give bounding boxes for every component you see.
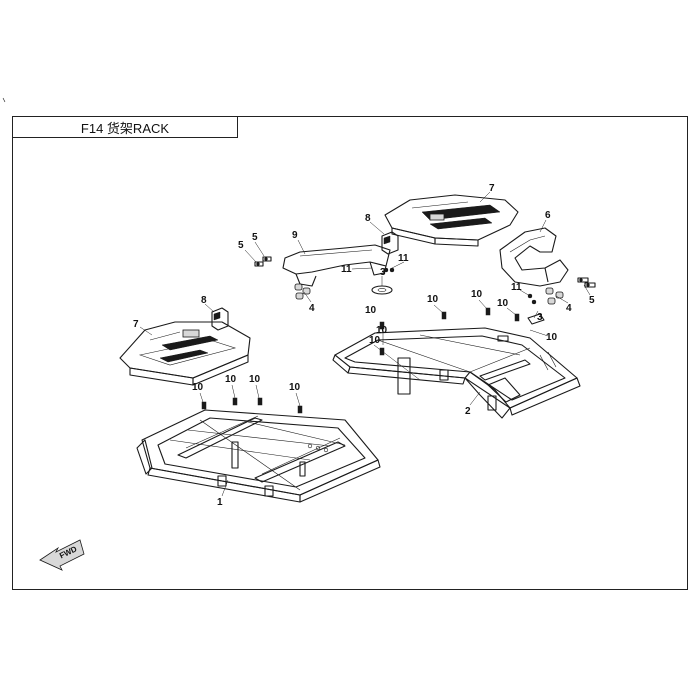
callout-4: 4 <box>566 303 572 314</box>
callout-10: 10 <box>471 289 483 300</box>
callout-8: 8 <box>365 213 371 224</box>
callouts: 1 2 3 3 4 4 5 5 5 6 7 7 8 8 9 10 10 10 1… <box>133 183 595 508</box>
bushings-right <box>545 287 564 305</box>
callout-10: 10 <box>249 374 261 385</box>
bushings-left <box>294 283 311 300</box>
margin-mark <box>2 97 6 103</box>
callout-11: 11 <box>398 253 409 264</box>
callout-7: 7 <box>489 183 495 194</box>
bracket-right <box>381 231 399 255</box>
callout-6: 6 <box>545 210 551 221</box>
callout-10: 10 <box>192 382 204 393</box>
washer-right <box>527 313 545 325</box>
cargo-tray-left <box>119 321 251 386</box>
bracket-left <box>211 307 229 331</box>
leader-lines <box>139 191 591 497</box>
callout-4: 4 <box>309 303 315 314</box>
callout-10: 10 <box>497 298 509 309</box>
grab-handle-left <box>282 244 391 287</box>
callout-10: 10 <box>376 325 388 336</box>
callout-5: 5 <box>589 295 595 306</box>
callout-11: 11 <box>511 282 522 293</box>
callout-2: 2 <box>465 406 471 417</box>
bolts-set-right <box>577 277 596 288</box>
callout-1: 1 <box>217 497 223 508</box>
callout-10: 10 <box>225 374 237 385</box>
callout-10: 10 <box>365 305 377 316</box>
callout-7: 7 <box>133 319 139 330</box>
callout-3: 3 <box>537 312 543 323</box>
diagram-title-text: F14 货架RACK <box>80 120 170 136</box>
diagram-frame <box>12 116 688 590</box>
callout-10: 10 <box>289 382 301 393</box>
front-rack <box>136 409 381 503</box>
fwd-arrow-icon: FWD <box>39 539 85 571</box>
mounting-bolts <box>201 307 520 414</box>
callout-10: 10 <box>369 335 381 346</box>
callout-11: 11 <box>341 264 352 275</box>
grab-handle-right <box>499 227 569 287</box>
callout-5: 5 <box>238 240 244 251</box>
callout-10: 10 <box>546 332 558 343</box>
washer-left <box>371 285 393 295</box>
callout-3: 3 <box>380 267 386 278</box>
nuts <box>383 267 537 305</box>
callout-8: 8 <box>201 295 207 306</box>
diagram-title: F14 货架RACK <box>12 116 238 138</box>
cargo-tray-right <box>384 194 519 247</box>
callout-9: 9 <box>292 230 298 241</box>
bolts-set-left <box>254 256 272 267</box>
callout-10: 10 <box>427 294 439 305</box>
callout-5: 5 <box>252 232 258 243</box>
rear-rack <box>332 327 581 419</box>
